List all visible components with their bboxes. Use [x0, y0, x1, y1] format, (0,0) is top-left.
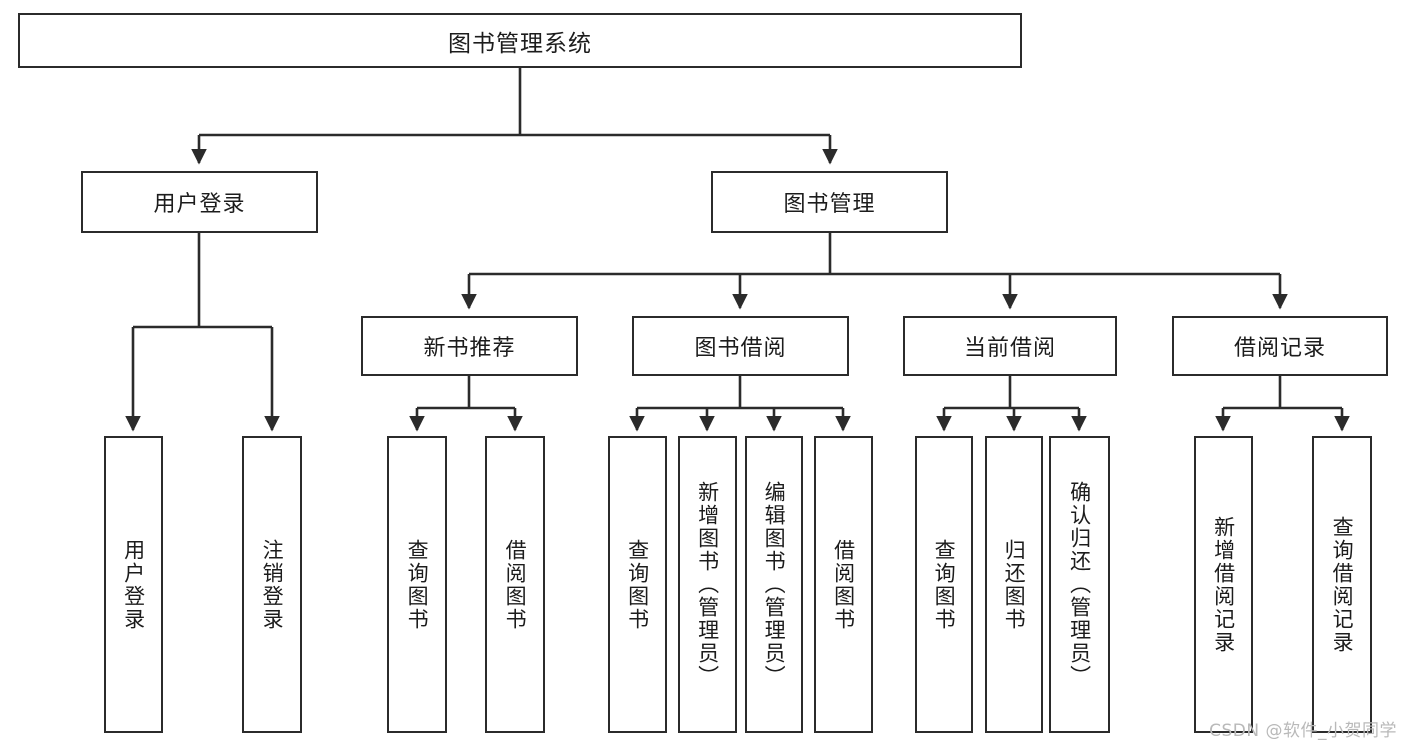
leaf-user-login[interactable]: 用户登录 — [104, 436, 163, 733]
node-label: 查询图书 — [405, 538, 430, 631]
node-label: 查询借阅记录 — [1330, 515, 1355, 654]
node-label: 编辑图书（管理员） — [762, 481, 787, 688]
node-label: 新书推荐 — [423, 336, 516, 361]
leaf-add-borrow-record[interactable]: 新增借阅记录 — [1194, 436, 1253, 733]
node-label: 图书管理 — [783, 192, 876, 217]
node-current-borrow[interactable]: 当前借阅 — [903, 316, 1117, 376]
node-label: 查询图书 — [932, 538, 957, 631]
leaf-query-borrow-record[interactable]: 查询借阅记录 — [1312, 436, 1372, 733]
node-book-management[interactable]: 图书管理 — [711, 171, 948, 233]
leaf-borrow-book-recommend[interactable]: 借阅图书 — [485, 436, 545, 733]
node-label: 用户登录 — [153, 192, 246, 217]
watermark: CSDN @软件_小贺同学 — [1209, 721, 1397, 741]
node-label: 借阅记录 — [1233, 336, 1326, 361]
node-new-book-recommend[interactable]: 新书推荐 — [361, 316, 578, 376]
node-label: 图书借阅 — [694, 336, 787, 361]
node-label: 归还图书 — [1002, 538, 1027, 631]
node-label: 借阅图书 — [503, 538, 528, 631]
leaf-query-book-current[interactable]: 查询图书 — [915, 436, 973, 733]
node-user-login[interactable]: 用户登录 — [81, 171, 318, 233]
node-label: 查询图书 — [625, 538, 650, 631]
leaf-return-book[interactable]: 归还图书 — [985, 436, 1043, 733]
node-root-system[interactable]: 图书管理系统 — [18, 13, 1022, 68]
leaf-logout[interactable]: 注销登录 — [242, 436, 302, 733]
node-label: 当前借阅 — [963, 336, 1056, 361]
node-borrow-record[interactable]: 借阅记录 — [1172, 316, 1388, 376]
node-label: 图书管理系统 — [448, 30, 592, 57]
leaf-query-book-recommend[interactable]: 查询图书 — [387, 436, 447, 733]
leaf-add-book-admin[interactable]: 新增图书（管理员） — [678, 436, 737, 733]
leaf-edit-book-admin[interactable]: 编辑图书（管理员） — [745, 436, 803, 733]
node-label: 用户登录 — [121, 538, 146, 631]
node-label: 新增图书（管理员） — [695, 481, 720, 688]
leaf-borrow-book[interactable]: 借阅图书 — [814, 436, 873, 733]
node-label: 借阅图书 — [831, 538, 856, 631]
node-label: 确认归还（管理员） — [1067, 481, 1092, 688]
node-book-borrow[interactable]: 图书借阅 — [632, 316, 849, 376]
leaf-confirm-return-admin[interactable]: 确认归还（管理员） — [1049, 436, 1110, 733]
node-label: 注销登录 — [260, 538, 285, 631]
node-label: 新增借阅记录 — [1211, 515, 1236, 654]
leaf-query-book-borrow[interactable]: 查询图书 — [608, 436, 667, 733]
